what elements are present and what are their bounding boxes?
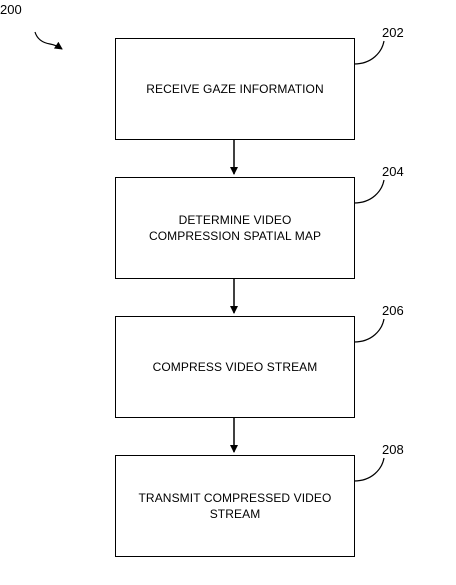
figure-number: 200 (0, 2, 22, 17)
ref-number-206: 206 (382, 303, 404, 318)
ref-number-202: 202 (382, 25, 404, 40)
step-text-transmit-stream: TRANSMIT COMPRESSED VIDEO STREAM (138, 491, 332, 521)
ref-leader-206 (353, 318, 385, 343)
step-box-compress-stream: COMPRESS VIDEO STREAM (115, 316, 355, 418)
step-text-determine-map: DETERMINE VIDEO COMPRESSION SPATIAL MAP (148, 213, 322, 243)
ref-number-208: 208 (382, 442, 404, 457)
step-box-transmit-stream: TRANSMIT COMPRESSED VIDEO STREAM (115, 455, 355, 557)
step-box-determine-map: DETERMINE VIDEO COMPRESSION SPATIAL MAP (115, 177, 355, 279)
figure-pointer-arrow (34, 31, 63, 50)
ref-leader-202 (353, 40, 385, 65)
ref-leader-208 (353, 457, 385, 482)
step-text-compress-stream: COMPRESS VIDEO STREAM (152, 360, 318, 374)
ref-number-204: 204 (382, 164, 404, 179)
step-box-receive-gaze: RECEIVE GAZE INFORMATION (115, 38, 355, 140)
ref-leader-204 (353, 179, 385, 204)
step-text-receive-gaze: RECEIVE GAZE INFORMATION (146, 82, 324, 96)
